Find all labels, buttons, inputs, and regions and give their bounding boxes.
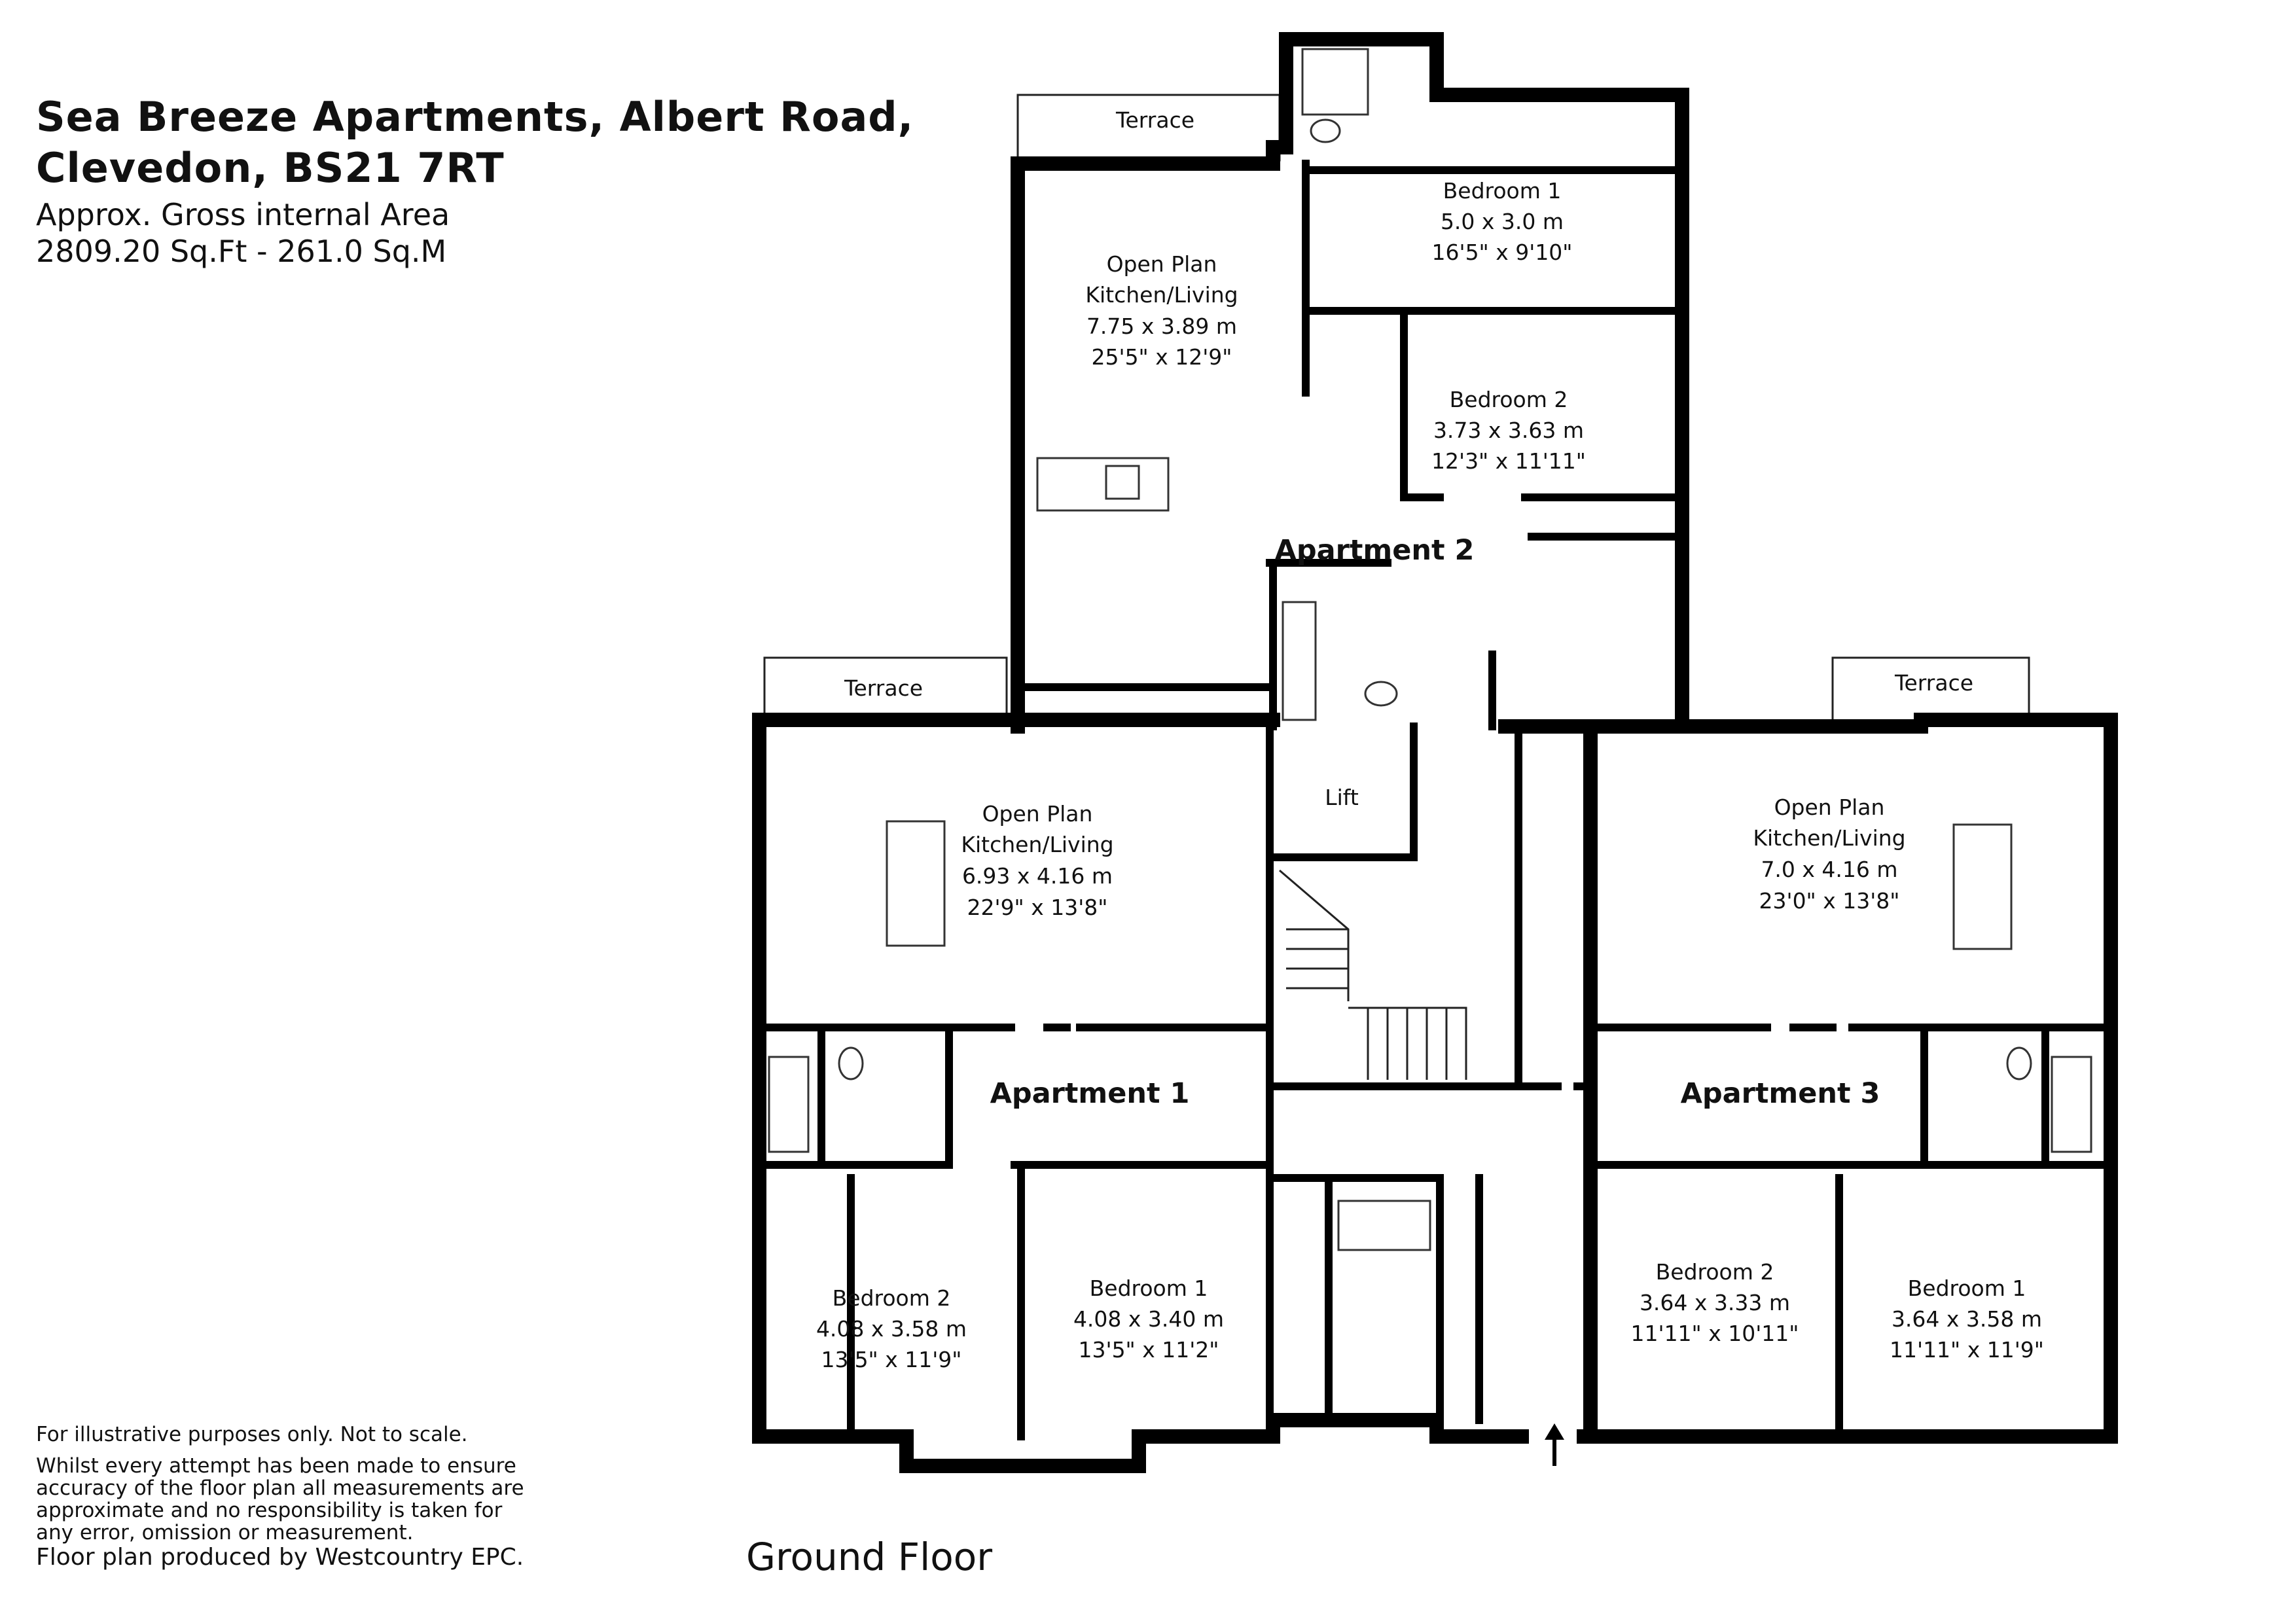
central-wc-walls: [1266, 1174, 1483, 1424]
bath-icon-apt3: [2051, 1056, 2092, 1153]
apartment-2-bath-walls: [1014, 559, 1496, 730]
area-summary: Approx. Gross internal Area 2809.20 Sq.F…: [36, 196, 450, 270]
a3-bed2-name: Bedroom 2: [1656, 1259, 1774, 1285]
title-line-1: Sea Breeze Apartments, Albert Road,: [36, 93, 914, 141]
a3-living-name2: Kitchen/Living: [1753, 825, 1905, 851]
terrace-left-label: Terrace: [844, 675, 923, 701]
area-value: 2809.20 Sq.Ft - 261.0 Sq.M: [36, 234, 447, 269]
toilet-icon-apt2: [1364, 681, 1398, 707]
a1-bed1-imperial: 13'5" x 11'2": [1079, 1337, 1219, 1363]
apartment-1-label: Apartment 1: [990, 1077, 1190, 1110]
a1-bed2-name: Bedroom 2: [833, 1285, 951, 1311]
a1-living-name2: Kitchen/Living: [961, 832, 1113, 857]
entrance-arrow-icon: [1545, 1423, 1564, 1440]
a2-bed1-imperial: 16'5" x 9'10": [1432, 240, 1573, 265]
a2-bed1-metric: 5.0 x 3.0 m: [1441, 209, 1564, 234]
a1-living-imperial: 22'9" x 13'8": [967, 895, 1108, 920]
shower-icon-apt2-ensuite: [1301, 48, 1369, 116]
apartment-3-inner-walls: [1587, 1024, 2115, 1440]
bath-icon-apt1: [768, 1056, 810, 1153]
floor-label: Ground Floor: [746, 1535, 993, 1579]
apartment-2-inner-walls: [1302, 160, 1686, 541]
disclaimer-note-2: Whilst every attempt has been made to en…: [36, 1454, 524, 1544]
area-label: Approx. Gross internal Area: [36, 197, 450, 232]
title-line-2: Clevedon, BS21 7RT: [36, 144, 505, 192]
disclaimer: For illustrative purposes only. Not to s…: [36, 1423, 533, 1569]
a2-living-name2: Kitchen/Living: [1085, 282, 1238, 308]
ground-floor-outer-wall: [752, 713, 2118, 1473]
a2-bed2-imperial: 12'3" x 11'11": [1431, 448, 1586, 474]
toilet-icon-apt1: [838, 1046, 864, 1080]
terrace-top-label: Terrace: [1115, 107, 1194, 133]
kitchen-island-apt1: [886, 820, 946, 947]
page-title: Sea Breeze Apartments, Albert Road, Clev…: [36, 92, 914, 194]
a3-bed2-imperial: 11'11" x 10'11": [1631, 1321, 1799, 1346]
a2-bed1-name: Bedroom 1: [1443, 178, 1562, 204]
apartment-1-inner-walls: [755, 1024, 1274, 1440]
a1-bed2-metric: 4.08 x 3.58 m: [816, 1316, 967, 1342]
a1-living-name1: Open Plan: [982, 801, 1093, 827]
terrace-right-label: Terrace: [1894, 670, 1973, 696]
apartment-2-label: Apartment 2: [1275, 534, 1475, 567]
a2-bed2-name: Bedroom 2: [1450, 387, 1568, 412]
plan-credit: Floor plan produced by Westcountry EPC.: [36, 1544, 524, 1571]
apartment-3-label: Apartment 3: [1681, 1077, 1880, 1110]
ground-floor-top-wall: [752, 713, 1928, 734]
a3-living-name1: Open Plan: [1774, 794, 1885, 820]
a2-living-name1: Open Plan: [1107, 251, 1217, 277]
bath-icon-apt2: [1282, 601, 1317, 721]
a3-bed2-metric: 3.64 x 3.33 m: [1640, 1290, 1790, 1315]
apartment-2-outer-wall: [1011, 32, 1689, 734]
a2-living-imperial: 25'5" x 12'9": [1092, 344, 1232, 370]
a1-bed1-metric: 4.08 x 3.40 m: [1073, 1306, 1224, 1332]
kitchen-counter-apt2: [1036, 457, 1170, 512]
a3-bed1-metric: 3.64 x 3.58 m: [1892, 1306, 2042, 1332]
shower-icon-central: [1337, 1200, 1431, 1251]
core-walls: [1266, 722, 1594, 1424]
hob-icon-apt2: [1105, 465, 1140, 500]
a3-bed1-name: Bedroom 1: [1908, 1275, 2026, 1301]
a1-bed1-name: Bedroom 1: [1090, 1275, 1208, 1301]
lift-label: Lift: [1325, 785, 1359, 810]
kitchen-island-apt3: [1952, 823, 2013, 950]
disclaimer-note-1: For illustrative purposes only. Not to s…: [36, 1423, 468, 1446]
a1-bed2-imperial: 13'5" x 11'9": [821, 1347, 962, 1372]
a3-living-imperial: 23'0" x 13'8": [1759, 888, 1900, 914]
toilet-icon-apt2-ensuite: [1310, 118, 1341, 143]
a1-living-metric: 6.93 x 4.16 m: [962, 863, 1113, 889]
toilet-icon-apt3: [2006, 1046, 2032, 1080]
a3-bed1-imperial: 11'11" x 11'9": [1890, 1337, 2044, 1363]
a2-living-metric: 7.75 x 3.89 m: [1086, 313, 1237, 339]
a3-living-metric: 7.0 x 4.16 m: [1761, 857, 1897, 882]
a2-bed2-metric: 3.73 x 3.63 m: [1433, 418, 1584, 443]
staircase: [1279, 869, 1467, 1080]
